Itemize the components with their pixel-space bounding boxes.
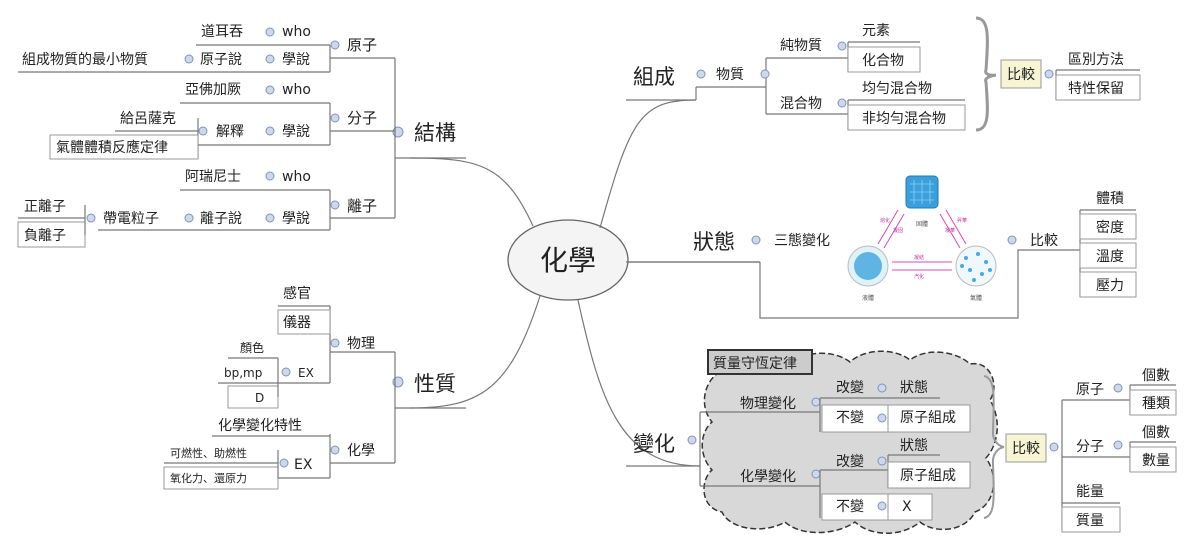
compare-box[interactable] [1000, 59, 1042, 89]
conservation-law[interactable]: 質量守恆定律 [713, 356, 797, 372]
physical-unchanged[interactable]: 不變 [836, 410, 864, 426]
molecule-quantity[interactable]: 數量 [1142, 453, 1170, 469]
branch-structure: 結構 原子 道耳吞 who 組成物質的最小物質 原子說 學說 分子 亞佛加厥 w… [17, 24, 466, 248]
explain-label[interactable]: 解釋 [216, 124, 244, 140]
explain-who[interactable]: 給呂薩克 [120, 111, 176, 127]
atom-node[interactable]: 原子 [347, 36, 377, 54]
phase-diagram: 固體 液體 氣體 熔化 凝固 昇華 凝華 凝結 汽化 [847, 175, 997, 302]
distinguish-method[interactable]: 區別方法 [1068, 52, 1124, 68]
three-phase-change[interactable]: 三態變化 [774, 233, 830, 249]
physical-unchanged-atom[interactable]: 原子組成 [900, 410, 956, 426]
atom-theory[interactable]: 學說 [282, 51, 310, 68]
physical-ex[interactable]: EX [298, 366, 314, 380]
change-label[interactable]: 變化 [633, 432, 675, 456]
color[interactable]: 顏色 [240, 340, 264, 355]
chemical-unchanged[interactable]: 不變 [836, 499, 864, 515]
pure-substance[interactable]: 純物質 [780, 38, 822, 54]
central-topic: 化學 [540, 244, 596, 277]
bp-mp[interactable]: bp,mp [224, 366, 262, 380]
ion-who-name[interactable]: 阿瑞尼士 [185, 169, 241, 185]
state-item-density[interactable]: 密度 [1096, 219, 1124, 236]
chemical-changed[interactable]: 改變 [836, 454, 864, 470]
physical-changed[interactable]: 改變 [836, 380, 864, 396]
element[interactable]: 元素 [862, 23, 890, 39]
change-molecule[interactable]: 分子 [1076, 439, 1104, 455]
positive-ion[interactable]: 正離子 [24, 198, 66, 215]
vaporize-caption: 汽化 [914, 273, 924, 280]
melt-caption: 熔化 [880, 217, 890, 224]
central-node[interactable] [507, 219, 629, 301]
molecule-count[interactable]: 個數 [1142, 425, 1170, 441]
structure-label[interactable]: 結構 [414, 121, 456, 145]
solid-caption: 固體 [916, 220, 928, 228]
gas-caption: 氣體 [970, 294, 982, 302]
molecule-theory[interactable]: 學說 [282, 123, 310, 140]
negative-ion-box[interactable] [17, 221, 86, 248]
composition-label[interactable]: 組成 [633, 65, 675, 89]
state-compare[interactable]: 比較 [1030, 233, 1058, 249]
chemical-changed-state[interactable]: 狀態 [900, 438, 928, 454]
state-item-pressure[interactable]: 壓力 [1096, 278, 1124, 294]
compare-box[interactable] [1005, 433, 1047, 463]
state-item-volume[interactable]: 體積 [1096, 191, 1124, 207]
molecule-node[interactable]: 分子 [347, 109, 377, 127]
ion-who[interactable]: who [282, 169, 311, 185]
property-retained[interactable]: 特性保留 [1068, 81, 1124, 97]
flammable[interactable]: 可燃性、助燃性 [170, 446, 247, 460]
liquid-caption: 液體 [862, 294, 874, 302]
instrument[interactable]: 儀器 [283, 315, 311, 331]
compound[interactable]: 化合物 [862, 53, 904, 69]
ion-theory-name[interactable]: 離子說 [200, 210, 242, 227]
molecule-who[interactable]: who [282, 82, 311, 98]
density-d[interactable]: D [255, 391, 264, 405]
condense-caption: 凝結 [914, 254, 924, 261]
change-compare[interactable]: 比較 [1012, 441, 1040, 457]
branch-change: 變化 質量守恆定律 物理變化 改變 狀態 不變 原子組成 化學變化 改變 狀態 … [626, 349, 1177, 534]
chemical-changed-atom[interactable]: 原子組成 [900, 468, 956, 484]
properties-label[interactable]: 性質 [414, 372, 456, 396]
law-box[interactable] [49, 134, 199, 160]
molecule-who-name[interactable]: 亞佛加厥 [185, 82, 241, 98]
change-mass[interactable]: 質量 [1076, 513, 1104, 529]
composition-compare[interactable]: 比較 [1007, 67, 1035, 83]
conservation-law-box[interactable] [707, 349, 813, 375]
chemical-unchanged-x[interactable]: X [902, 499, 912, 515]
atom-theory-name[interactable]: 原子說 [200, 51, 242, 68]
state-item-temperature[interactable]: 溫度 [1096, 249, 1124, 265]
ion-theory[interactable]: 學說 [282, 210, 310, 227]
senses[interactable]: 感官 [283, 285, 311, 302]
ion-node[interactable]: 離子 [347, 197, 377, 215]
chemical-node[interactable]: 化學 [347, 443, 375, 459]
branch-state: 狀態 三態變化 固體 液體 氣體 [626, 175, 1137, 319]
change-energy[interactable]: 能量 [1076, 484, 1104, 500]
branch-properties: 性質 物理 感官 儀器 顏色 bp,mp D EX 化學 化學變化特性 可燃性、… [163, 285, 466, 490]
change-atom[interactable]: 原子 [1076, 382, 1104, 398]
atom-count[interactable]: 個數 [1142, 368, 1170, 384]
gas-law[interactable]: 氣體體積反應定律 [56, 139, 168, 156]
branch-composition: 組成 物質 純物質 元素 化合物 混合物 均勻混合物 非均勻混合物 比較 區別方… [626, 16, 1141, 132]
deposit-caption: 凝華 [945, 227, 955, 234]
atom-theory-def[interactable]: 組成物質的最小物質 [22, 52, 148, 68]
atom-kind[interactable]: 種類 [1142, 396, 1170, 412]
negative-ion[interactable]: 負離子 [24, 227, 66, 244]
homogeneous[interactable]: 均勻混合物 [862, 81, 932, 97]
physical-changed-state[interactable]: 狀態 [900, 380, 928, 396]
charged-particle[interactable]: 帶電粒子 [103, 211, 159, 227]
chemical-ex[interactable]: EX [294, 457, 313, 473]
atom-who[interactable]: who [282, 24, 311, 40]
redox[interactable]: 氧化力、還原力 [170, 471, 247, 485]
chem-change-prop[interactable]: 化學變化特性 [218, 418, 302, 434]
matter-node[interactable]: 物質 [716, 67, 744, 83]
mixture[interactable]: 混合物 [780, 96, 822, 112]
state-label[interactable]: 狀態 [693, 230, 735, 254]
physical-change[interactable]: 物理變化 [740, 396, 796, 412]
sublime-caption: 昇華 [957, 217, 967, 224]
atom-who-name[interactable]: 道耳吞 [201, 24, 243, 40]
freeze-caption: 凝固 [893, 227, 903, 234]
physical-node[interactable]: 物理 [347, 336, 375, 352]
heterogeneous[interactable]: 非均勻混合物 [862, 111, 946, 127]
chemical-change[interactable]: 化學變化 [740, 469, 796, 485]
